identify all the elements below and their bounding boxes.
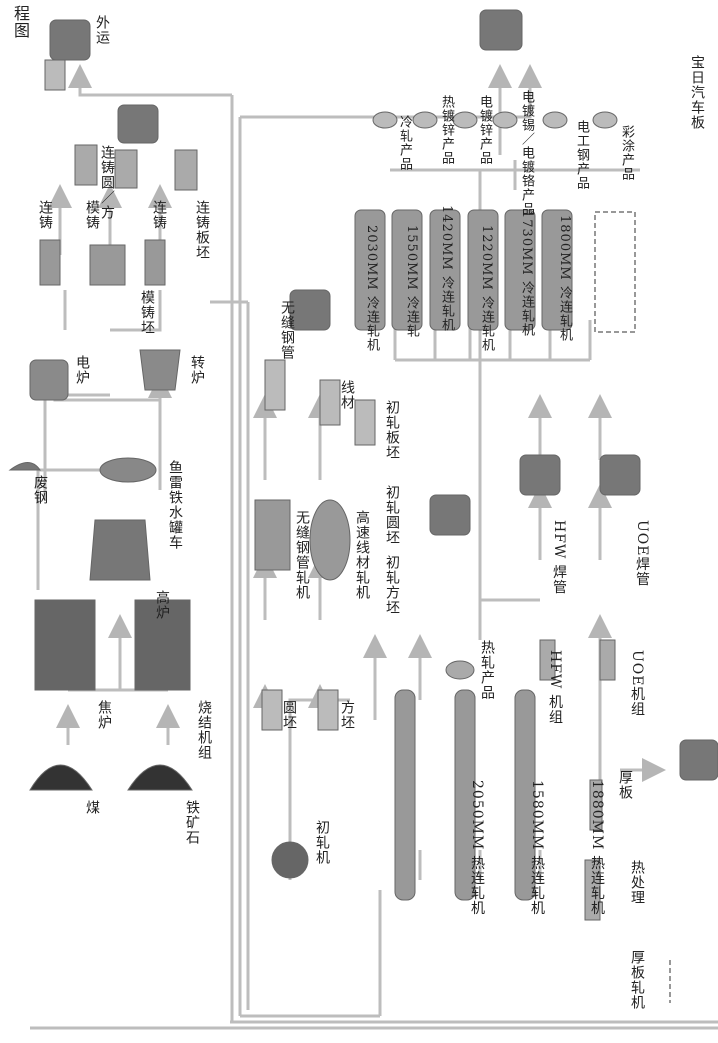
label-plate-mill: 厚板轧机	[629, 950, 645, 1010]
label-iron-ore: 铁矿石	[184, 800, 200, 845]
label-hfw-unit: HFW 机组	[547, 650, 563, 725]
label-seamless-mill: 无缝钢管轧机	[294, 510, 310, 600]
label-hot-1880: 1880MM 热连轧机	[589, 780, 605, 916]
label-cold-1420: 1420MM 冷连轧机	[439, 205, 454, 332]
label-cold-product: 冷轧产品	[397, 115, 412, 171]
label-cc1: 连铸	[37, 200, 53, 230]
label-cc2: 连铸	[151, 200, 167, 230]
label-elec-steel: 电工钢产品	[574, 120, 589, 190]
label-sinter: 烧结机组	[196, 700, 212, 760]
diagram-title: 程图	[11, 5, 30, 39]
label-color-coat: 彩涂产品	[619, 125, 634, 181]
label-round-billet: 圆坯	[281, 700, 297, 730]
label-cold-2030: 2030MM 冷连轧机	[364, 225, 379, 352]
label-ingot-casting: 模铸	[84, 200, 100, 230]
label-ingot: 模铸坯	[139, 290, 155, 335]
label-converter: 转炉	[189, 355, 205, 385]
label-electro-zn: 电镀锌产品	[477, 95, 492, 165]
label-cc-slab: 连铸板坯	[194, 200, 210, 260]
label-bloom-slab: 初轧板坯	[384, 400, 400, 460]
label-cold-1730: 1730MM 冷连轧机	[519, 210, 534, 337]
label-heat-treat: 热处理	[629, 860, 645, 905]
label-hot-1580: 1580MM 热连轧机	[529, 780, 545, 916]
label-hot-2050: 2050MM 热连轧机	[469, 780, 485, 916]
label-blooming: 初轧机	[314, 820, 330, 865]
label-blast-furnace: 高炉	[154, 590, 170, 620]
label-cold-1220: 1220MM 冷连轧机	[479, 225, 494, 352]
label-hot-product: 热轧产品	[479, 640, 495, 700]
label-hfw-pipe: HFW 焊管	[551, 520, 567, 595]
label-export: 外运	[94, 15, 110, 45]
label-cc-round-square: 连铸圆／方	[99, 145, 115, 220]
label-square-billet: 方坯	[339, 700, 355, 730]
label-uoe-pipe: UOE焊管	[634, 520, 650, 587]
label-scrap: 废钢	[32, 475, 48, 505]
label-torpedo: 鱼雷铁水罐车	[167, 460, 183, 550]
label-cold-1800: 1800MM 冷连轧机	[557, 215, 572, 342]
label-cold-1550: 1550MM 冷连轧	[404, 225, 419, 338]
label-bloom-square: 初轧方坯	[384, 555, 400, 615]
label-coal: 煤	[84, 800, 100, 815]
label-wire-mill: 高速线材轧机	[354, 510, 370, 600]
label-uoe-unit: UOE机组	[629, 650, 645, 717]
label-seamless-pipe: 无缝钢管	[279, 300, 295, 360]
label-coke-oven: 焦炉	[96, 700, 112, 730]
label-wire: 线材	[339, 380, 355, 410]
label-tin-cr: 电镀锡／电镀铬产品	[519, 90, 534, 216]
legend-label: 宝日汽车板	[689, 55, 705, 130]
label-plate: 厚板	[617, 770, 633, 800]
label-galv-product: 热镀锌产品	[439, 95, 454, 165]
label-electric-furnace: 电炉	[74, 355, 90, 385]
label-bloom-round: 初轧圆坯	[384, 485, 400, 545]
